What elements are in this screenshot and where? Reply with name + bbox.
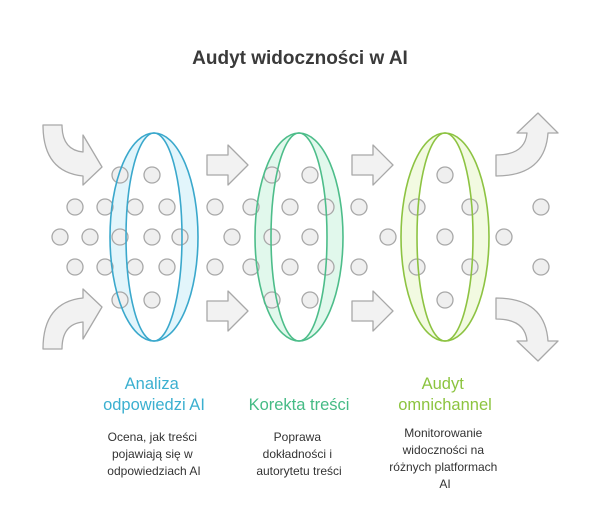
dot <box>96 198 114 216</box>
curved-arrow-out-bottom-icon <box>495 297 559 362</box>
dot <box>461 258 479 276</box>
step-title: Analiza odpowiedzi AI <box>103 375 205 414</box>
dot <box>143 166 161 184</box>
arrow-right-icon <box>206 290 249 332</box>
dot <box>143 291 161 309</box>
step-title: Korekta treści <box>249 396 350 414</box>
dot <box>301 291 319 309</box>
dot <box>66 198 84 216</box>
arrow-right-icon <box>351 144 394 186</box>
dot <box>143 228 161 246</box>
dot <box>223 228 241 246</box>
dot <box>532 258 550 276</box>
arrow-right-icon <box>206 144 249 186</box>
step-description: Poprawa dokładności i autorytetu treści <box>256 430 341 478</box>
dot <box>350 258 368 276</box>
dot <box>96 258 114 276</box>
dot <box>350 198 368 216</box>
dot <box>436 228 454 246</box>
ring-analiza-icon <box>109 132 199 342</box>
dot <box>158 198 176 216</box>
ring-omnichannel-icon <box>400 132 490 342</box>
dot <box>242 198 260 216</box>
curved-arrow-in-top-icon <box>42 124 103 186</box>
dot <box>281 258 299 276</box>
dot <box>206 198 224 216</box>
step-description: Ocena, jak treści pojawiają się w odpowi… <box>107 430 200 478</box>
diagram-title: Audyt widoczności w AI <box>192 48 408 69</box>
arrow-right-icon <box>351 290 394 332</box>
dot <box>66 258 84 276</box>
dot <box>242 258 260 276</box>
dot <box>436 291 454 309</box>
dot <box>126 198 144 216</box>
dot <box>263 228 281 246</box>
dot <box>158 258 176 276</box>
dot <box>81 228 99 246</box>
dot <box>281 198 299 216</box>
dot <box>111 291 129 309</box>
dot <box>532 198 550 216</box>
step-analiza: Analiza odpowiedzi AI Ocena, jak treści … <box>103 375 205 478</box>
dot <box>126 258 144 276</box>
step-audyt-omnichannel: Audyt omnichannel Monitorowanie widoczno… <box>389 375 500 491</box>
dot <box>495 228 513 246</box>
dot <box>301 228 319 246</box>
step-title: Audyt omnichannel <box>398 375 492 414</box>
dot <box>461 198 479 216</box>
step-description: Monitorowanie widoczności na różnych pla… <box>389 426 500 491</box>
dot <box>51 228 69 246</box>
ring-korekta-icon <box>254 132 344 342</box>
dot <box>111 166 129 184</box>
dot <box>379 228 397 246</box>
step-korekta: Korekta treści Poprawa dokładności i aut… <box>249 396 350 478</box>
dot <box>301 166 319 184</box>
curved-arrow-in-bottom-icon <box>42 288 103 350</box>
dot <box>111 228 129 246</box>
dot <box>171 228 189 246</box>
dot <box>206 258 224 276</box>
dot <box>436 166 454 184</box>
curved-arrow-out-top-icon <box>495 112 559 177</box>
